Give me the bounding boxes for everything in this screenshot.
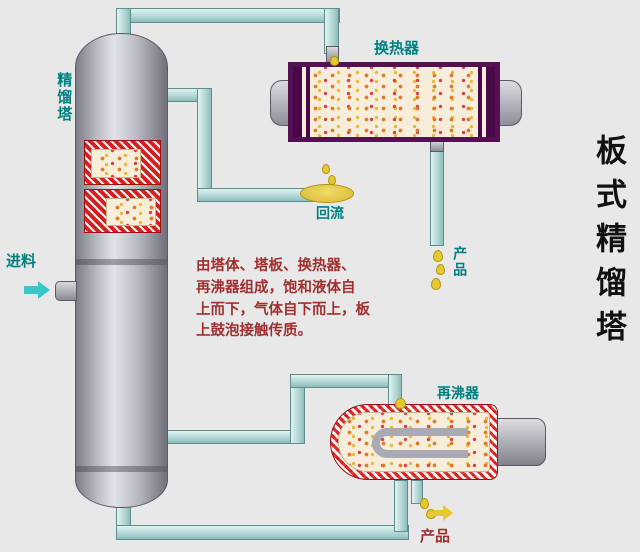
tray-upper-bubbling-zone bbox=[91, 149, 141, 178]
exchanger-baffle-right bbox=[478, 67, 482, 137]
label-heat-exchanger: 换热器 bbox=[374, 40, 420, 57]
pipe-vapor-return bbox=[160, 430, 304, 444]
product-bottom-drop-1 bbox=[420, 498, 429, 509]
label-product-bottom: 产品 bbox=[420, 528, 451, 545]
label-reboiler: 再沸器 bbox=[437, 385, 479, 401]
feed-nozzle bbox=[55, 281, 77, 301]
description-text: 由塔体、塔板、换热器、 再沸器组成，饱和液体自 上而下，气体自下而上，板 上鼓泡… bbox=[196, 258, 370, 340]
pipe-reflux-down bbox=[197, 88, 212, 202]
page-title: 板式精馏塔 bbox=[591, 134, 626, 354]
heat-exchanger-shell bbox=[288, 62, 500, 142]
label-column: 精馏塔 bbox=[55, 72, 73, 123]
reboiler-end-cylinder bbox=[496, 418, 546, 466]
reboiler-top-drop bbox=[395, 398, 406, 409]
reboiler-u-tube bbox=[372, 428, 468, 458]
product-top-drop-2 bbox=[436, 264, 445, 275]
column-seam-upper bbox=[76, 259, 167, 265]
product-bottom-arrow-head bbox=[443, 505, 453, 521]
column-seam-lower bbox=[76, 466, 167, 472]
tray-lower-bubbling-zone bbox=[106, 198, 156, 226]
exchanger-baffle-left bbox=[306, 67, 310, 137]
condensate-drop-inlet bbox=[330, 56, 339, 66]
exchanger-tubesheet-right bbox=[486, 67, 495, 137]
feed-arrow-head bbox=[38, 281, 50, 299]
pipe-bottoms-run bbox=[116, 525, 409, 540]
label-reflux: 回流 bbox=[316, 205, 344, 221]
label-product-top: 产品 bbox=[452, 246, 469, 278]
pipe-reboiler-inlet bbox=[394, 480, 408, 532]
product-top-drop-3 bbox=[431, 278, 441, 290]
product-bottom-arrow bbox=[434, 510, 443, 516]
tray-section-lower bbox=[84, 189, 161, 233]
exchanger-tubesheet-left bbox=[293, 67, 302, 137]
feed-arrow bbox=[24, 286, 38, 294]
tray-section-upper bbox=[84, 140, 161, 185]
product-top-drop-1 bbox=[433, 250, 443, 262]
distillation-column-shell bbox=[75, 33, 168, 508]
exchanger-right-cap bbox=[498, 80, 522, 126]
pipe-condenser-outlet bbox=[430, 148, 444, 246]
reflux-puddle bbox=[300, 184, 354, 203]
reflux-drop-1 bbox=[322, 164, 330, 174]
label-feed: 进料 bbox=[6, 253, 37, 270]
pipe-vapor-top-run bbox=[290, 374, 402, 388]
pipe-overhead-top bbox=[116, 8, 340, 23]
exchanger-tube-field bbox=[305, 67, 483, 137]
pipe-reboiler-outlet bbox=[411, 480, 423, 504]
